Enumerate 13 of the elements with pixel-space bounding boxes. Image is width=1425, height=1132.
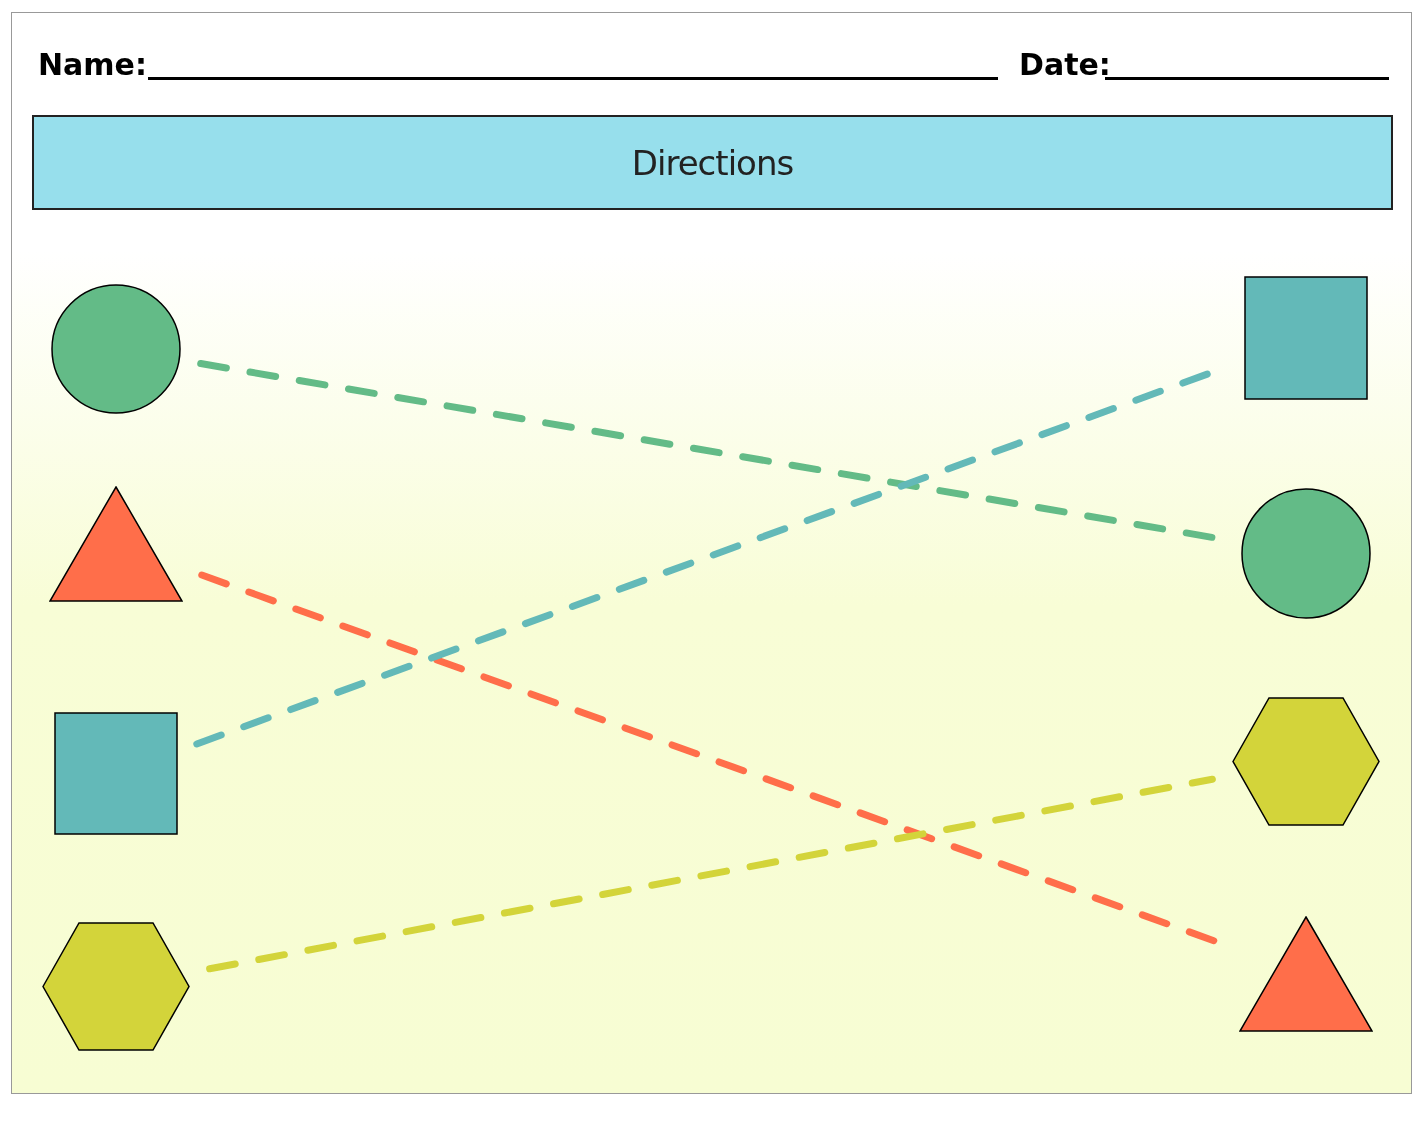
hexagon-shape (1232, 697, 1380, 826)
hexagon-shape (42, 922, 190, 1051)
triangle-shape (49, 486, 183, 602)
banner-heading: Directions (631, 142, 794, 183)
directions-banner (32, 115, 1393, 210)
circle-shape (1241, 488, 1371, 619)
date-label: Date: (1019, 47, 1111, 82)
box-shape (1244, 276, 1368, 400)
circle-shape (51, 284, 181, 414)
box-shape (54, 712, 178, 835)
dashed-line (206, 775, 1216, 973)
triangle-shape (1239, 916, 1373, 1032)
name-label: Name: (38, 47, 147, 82)
